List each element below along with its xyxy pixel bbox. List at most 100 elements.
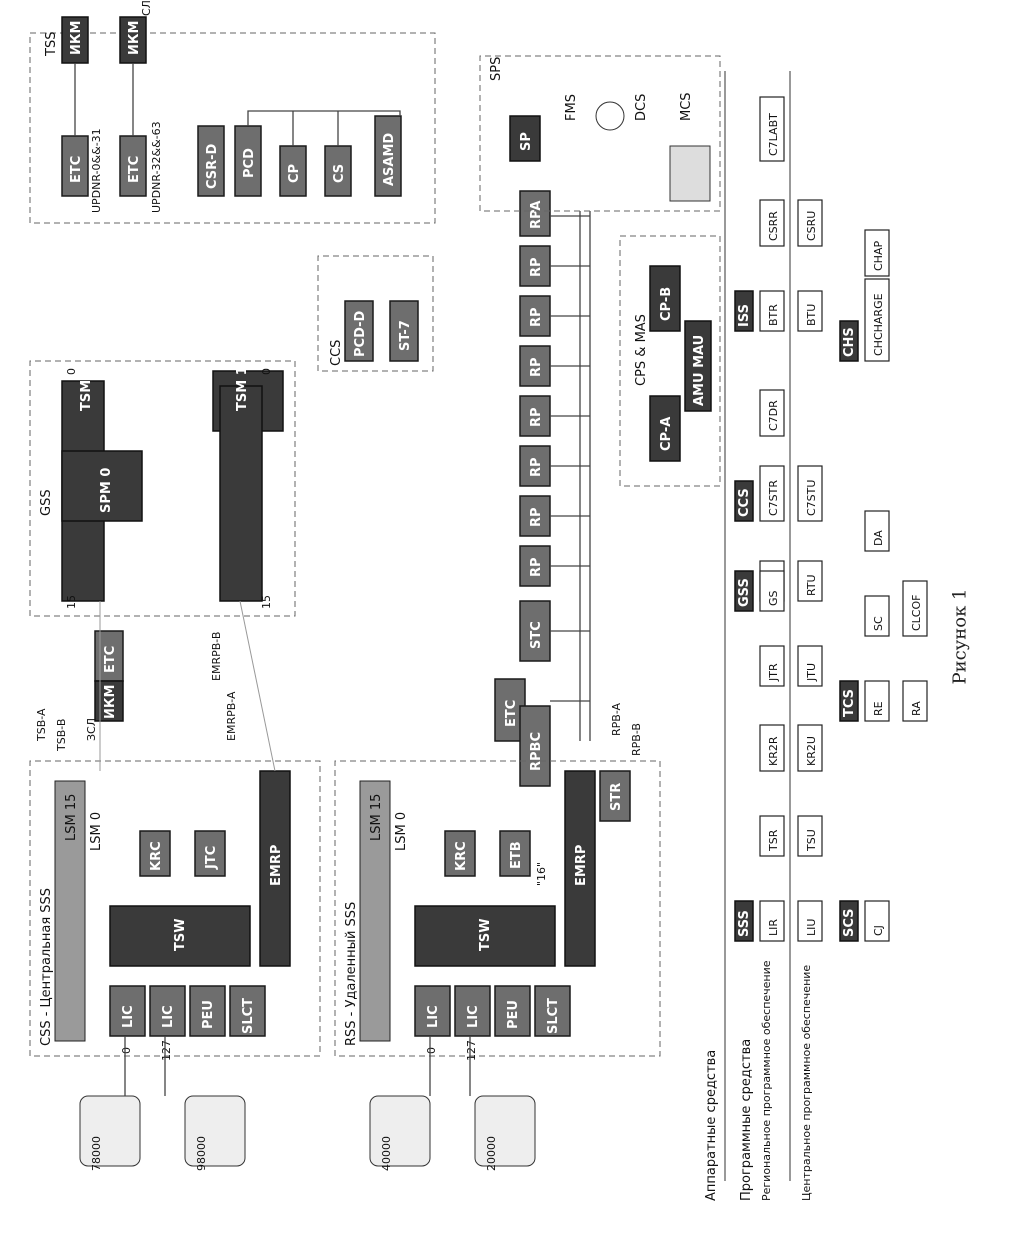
- rss-slct: [534, 985, 571, 1037]
- rpa-box: [519, 190, 551, 237]
- asamd-box: [374, 115, 402, 197]
- rss-lsm15-bar: [359, 780, 391, 1042]
- rss-tsw-label: TSW: [478, 918, 493, 951]
- legend-item-box: [797, 724, 823, 772]
- legend-item-label: LIR: [767, 919, 780, 936]
- legend-item-label: BTU: [805, 304, 818, 326]
- rss-lsm15-label: LSM 15: [369, 794, 384, 841]
- legend-ccs: CCS: [737, 488, 752, 517]
- phone-2-icon: [184, 1095, 246, 1167]
- legend-scs-tag: [839, 900, 859, 942]
- rss-etb-label: ETB: [509, 841, 524, 869]
- gss-label: GSS: [39, 489, 54, 516]
- rp-6-label: RP: [529, 307, 544, 327]
- str-box: [599, 770, 631, 822]
- rpa-label: RPA: [529, 201, 544, 229]
- legend-item-label: BTR: [767, 304, 780, 326]
- css-emrp-label: EMRP: [269, 845, 284, 886]
- dcs-label: DCS: [634, 94, 649, 121]
- css-group-border: [29, 760, 321, 1057]
- tss-group-border: [29, 32, 436, 224]
- rss-idx-127: 127: [465, 1040, 478, 1061]
- rpb-b-label: RPB-B: [630, 723, 643, 756]
- tsm0-idx-15: 15: [65, 595, 78, 609]
- legend-item-box: [797, 815, 823, 857]
- tsm0-idx-0: 0: [65, 368, 78, 375]
- emrpb-a-label: EMRPB-A: [225, 691, 238, 741]
- sp-box: [509, 115, 541, 162]
- phone-1-number: 78000: [90, 1136, 103, 1171]
- stc-label: STC: [529, 621, 544, 649]
- mcs-label: MCS: [679, 92, 694, 121]
- rss-peu-label: PEU: [506, 1000, 521, 1029]
- legend-item-box: [759, 465, 785, 522]
- emrp-gss-link: [239, 600, 276, 772]
- legend-item-label: GS: [767, 590, 780, 606]
- css-jtc-label: JTC: [204, 846, 219, 870]
- cps-mas-border: [619, 235, 721, 487]
- legend-items: LIRTSRKR2RJTRRTRLIUTSUKR2UJTURTUGSC7STRC…: [759, 96, 928, 942]
- legend-item-box: [759, 96, 785, 162]
- st7-label: ST-7: [398, 320, 413, 351]
- legend-item-box: [902, 680, 928, 722]
- legend-item-box: [759, 724, 785, 772]
- legend-item-label: SC: [872, 616, 885, 631]
- legend-item-label: CSRR: [767, 211, 780, 241]
- legend-item-box: [864, 900, 890, 942]
- rss-tsw: [414, 905, 556, 967]
- legend-ccs-tag: [734, 480, 754, 522]
- legend-item-label: DA: [872, 530, 885, 546]
- ikm-gss: [94, 680, 124, 722]
- legend-tcs-tag: [839, 680, 859, 722]
- legend-item-box: [864, 278, 890, 362]
- legend-item-label: LIU: [805, 919, 818, 936]
- sl-label: СЛ: [140, 0, 153, 16]
- rp-4-label: RP: [529, 407, 544, 427]
- cps-mas-label: CPS & MAS: [634, 314, 649, 386]
- legend-item-label: C7STU: [805, 480, 818, 516]
- legend-item-box: [864, 229, 890, 277]
- etc-tss-2-label: ETC: [127, 156, 142, 183]
- cs-label: CS: [332, 164, 347, 183]
- tsm0-label: TSM 0: [79, 366, 94, 411]
- pcd-label: PCD: [242, 148, 257, 178]
- st7-box: [389, 300, 419, 362]
- css-krc: [139, 830, 171, 877]
- figure-caption: Рисунок 1: [930, 560, 990, 720]
- legend-item-box: [797, 645, 823, 687]
- legend-item-label: CHAP: [872, 241, 885, 271]
- cp-b-box: [649, 265, 681, 332]
- legend-item-label: RE: [872, 701, 885, 716]
- etc-gss-label: ETC: [103, 646, 118, 673]
- legend-item-label: CJ: [872, 925, 885, 936]
- legend-item-box: [864, 680, 890, 722]
- legend-item-label: C7LABT: [767, 113, 780, 156]
- css-jtc: [194, 830, 226, 877]
- rss-16-label: "16": [535, 862, 548, 886]
- rss-idx-0: 0: [425, 1047, 438, 1054]
- ccs-group-border: [317, 255, 434, 372]
- rp-2-label: RP: [529, 507, 544, 527]
- css-idx-0: 0: [120, 1047, 133, 1054]
- rss-lic-2: [454, 985, 491, 1037]
- legend-iss-tag: [734, 290, 754, 332]
- amu-mau-label: AMU MAU: [692, 335, 707, 406]
- rp-5-label: RP: [529, 357, 544, 377]
- legend-software: Программные средства: [739, 1039, 754, 1201]
- legend-item-box: [759, 570, 785, 612]
- legend-item-label: RTU: [805, 574, 818, 596]
- legend-gss: GSS: [737, 578, 752, 607]
- legend-item-label: C7DR: [767, 400, 780, 431]
- cp-tss-label: CP: [287, 164, 302, 183]
- rpb-a-label: RPB-A: [610, 702, 623, 736]
- css-krc-label: KRC: [149, 841, 164, 871]
- legend-item-box: [797, 900, 823, 942]
- css-label: CSS - Центральная SSS: [39, 888, 54, 1046]
- spm0-module: [61, 450, 143, 522]
- legend-item-label: TSU: [805, 829, 818, 852]
- legend-item-label: CSRU: [805, 211, 818, 241]
- css-tsw: [109, 905, 251, 967]
